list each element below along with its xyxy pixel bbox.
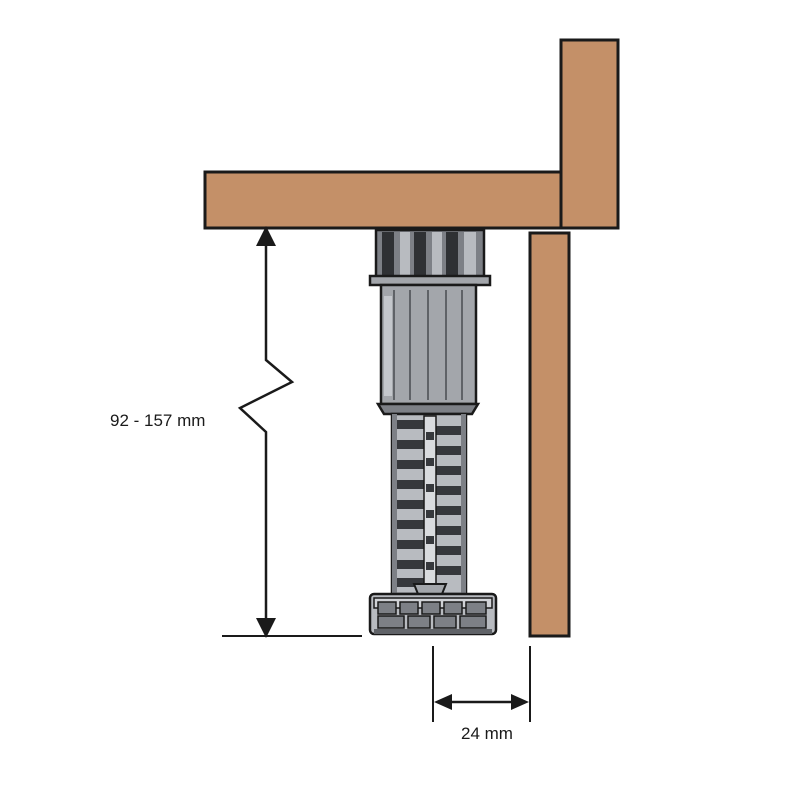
adjustable-leg [368,228,498,636]
gap-arrow-right [511,694,529,710]
leg-sleeve [375,283,481,416]
height-dimension-label: 92 - 157 mm [110,411,205,430]
gap-dimension-label: 24 mm [461,724,513,743]
gap-arrow-left [434,694,452,710]
plinth-board [528,231,571,638]
gap-dimension [432,646,531,722]
height-dimension-line [237,240,295,622]
height-dimension [222,240,362,637]
leg-threaded-spindle [390,412,468,596]
height-arrow-bottom [256,618,276,638]
cabinet-side-panel [559,38,620,230]
cabinet-bottom-panel [203,170,563,230]
height-arrow-top [256,226,276,246]
leg-foot-base [368,583,498,636]
leg-mounting-cap [368,228,492,287]
